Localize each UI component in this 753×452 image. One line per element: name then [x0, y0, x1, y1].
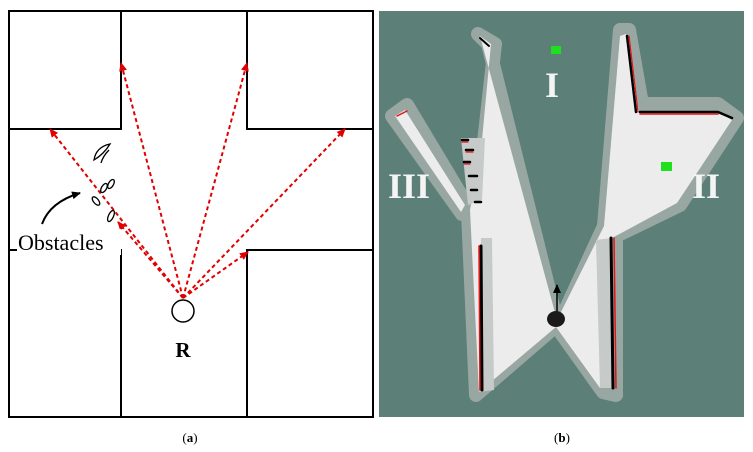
obstacles-label-bg	[17, 229, 121, 255]
ray-left-far	[49, 128, 184, 299]
obstacle-2	[100, 182, 108, 194]
obstacle-1	[93, 143, 112, 162]
obstacle-edges	[396, 34, 734, 392]
free-space-corridor-III	[395, 110, 465, 212]
free-space-shading	[461, 138, 612, 392]
goal-marker-II	[661, 162, 672, 171]
ray-right-near	[182, 251, 249, 299]
free-space	[395, 34, 732, 392]
robot-blob	[547, 311, 565, 327]
obstacle-4	[91, 196, 101, 206]
region-label-II: II	[692, 166, 720, 206]
panel-b: I II III	[379, 11, 744, 417]
caption-a: (a)	[182, 430, 197, 445]
region-label-I: I	[545, 65, 559, 105]
ray-left-near	[117, 221, 184, 299]
wall-bottom-right-room	[246, 249, 373, 417]
goal-marker-I	[551, 46, 561, 54]
free-space-main	[470, 34, 732, 392]
scan-rays	[49, 62, 346, 299]
obstacle-shapes	[91, 143, 116, 223]
ray-up-left	[119, 62, 184, 299]
caption-b: (b)	[554, 430, 570, 445]
region-label-III: III	[388, 166, 430, 206]
panel-a: Obstacles R	[8, 10, 374, 418]
obstacles-pointer-arrow	[41, 191, 81, 225]
wall-top-right-room	[246, 11, 373, 130]
occupancy-map-background	[379, 11, 744, 417]
map-robot	[547, 284, 565, 327]
obstacle-3	[107, 178, 115, 190]
panel-a-border	[8, 10, 374, 418]
wall-top-left-room	[9, 11, 122, 130]
ray-up-right	[182, 62, 249, 299]
robot-label: R	[175, 338, 191, 362]
robot-circle	[171, 299, 195, 323]
obstacle-5	[106, 209, 116, 223]
obstacles-label: Obstacles	[18, 230, 104, 255]
